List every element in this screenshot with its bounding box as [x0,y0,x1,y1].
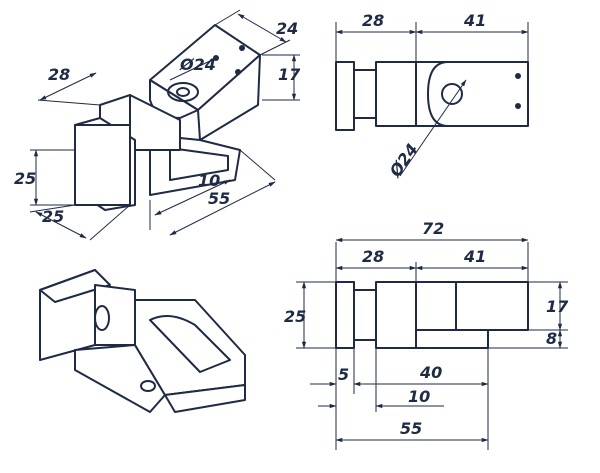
dim-line-55 [169,181,276,236]
side-body [415,61,529,127]
end-plate-face [74,124,131,206]
side-view: 28 41 Ø24 [335,11,529,181]
leader-dia [399,79,467,177]
dim-10: 10 [408,387,430,406]
ext-line [239,149,276,181]
dim-41: 41 [463,11,486,30]
side-hole-a [515,73,521,79]
lower-body-slot [169,147,229,181]
dim-17: 17 [278,65,301,84]
dim-line-28 [39,72,97,101]
isometric-view-top: 24 17 28 Ø24 25 25 10 55 [14,9,301,241]
dim-dia24: Ø24 [385,140,422,181]
front-upper-body [415,281,529,331]
bottom-connector [94,284,136,346]
dim-25h: 25 [42,207,64,226]
bottom-hole [140,380,156,392]
dim-25v: 25 [14,169,36,188]
leader-dia [169,59,213,81]
dim-5: 5 [338,365,349,384]
dim-24: 24 [276,19,298,38]
side-end-plate [335,61,355,131]
dim-28: 28 [362,11,384,30]
side-bore [441,83,463,105]
dim-72: 72 [422,219,444,238]
bottom-base-front [74,344,166,413]
isometric-view-bottom [39,269,246,413]
front-view: 72 28 41 25 17 8 5 40 10 55 [284,219,569,450]
ext-line [214,9,241,26]
dim-line-24 [237,13,287,43]
ext-line [259,39,291,56]
bottom-pin [94,305,110,331]
bottom-end-plate-top [39,269,111,303]
round-boss [167,82,199,102]
ext-line [29,204,76,213]
round-boss-hole [176,87,190,97]
front-neck [353,289,377,341]
dim-8: 8 [546,329,557,348]
dim-line-25h [35,211,87,239]
dim-28: 28 [48,65,70,84]
bottom-body-base [164,384,246,413]
dim-17: 17 [546,297,569,316]
side-hole-b [515,103,521,109]
dim-10: 10 [198,171,220,190]
bottom-round-recess [149,315,231,373]
dim-40: 40 [419,363,442,382]
front-end-plate [335,281,355,349]
dim-41: 41 [463,247,486,266]
side-round-end [427,61,449,127]
side-neck [353,69,377,119]
front-lower-lip [415,329,489,349]
hole-dot-a [213,55,219,61]
side-block [375,61,417,127]
dim-55: 55 [400,419,422,438]
dim-25: 25 [284,307,306,326]
ext-line [89,204,131,241]
hole-dot-c [239,45,245,51]
dim-28: 28 [362,247,384,266]
front-block [375,281,417,349]
hole-dot-b [235,69,241,75]
ext-line [37,99,101,106]
dim-55: 55 [208,189,230,208]
dim-dia24: Ø24 [179,55,216,74]
